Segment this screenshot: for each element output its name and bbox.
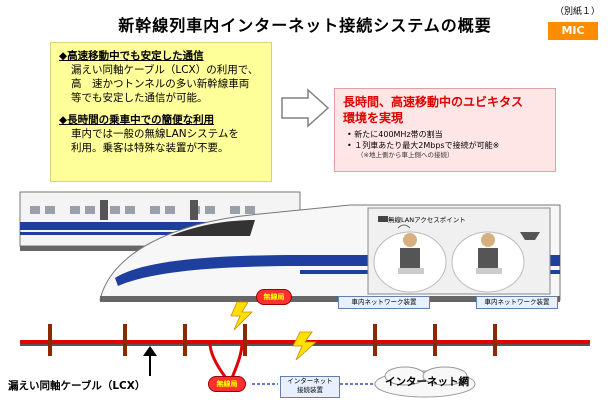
benefit-item-1: • 新たに400MHz帯の割当 <box>347 130 443 139</box>
internet-connection-device: インターネット 接続装置 <box>280 376 340 398</box>
train-radio-station: 無線局 <box>256 289 292 305</box>
mic-badge: MIC <box>548 22 598 40</box>
lcx-label: 漏えい同軸ケーブル（LCX） <box>8 380 146 392</box>
point2-line-1: 車内では一般の無線LANシステムを <box>71 128 239 140</box>
attachment-note: （別紙１） <box>554 7 600 17</box>
benefits-box: 長時間、高速移動中のユビキタス 環境を実現 • 新たに400MHz帯の割当 • … <box>334 88 556 172</box>
lcx-pointer-arrow-icon <box>143 346 157 376</box>
wireless-ap-label: 無線LANアクセスポイント <box>388 216 466 224</box>
point1-line-3: 等でも安定した通信が可能。 <box>71 92 208 104</box>
benefit-note: （※地上側から車上側への接続） <box>357 151 454 159</box>
point2-line-2: 利用。乗客は特殊な装置が不要。 <box>71 142 229 154</box>
benefit-item-2: • １列車あたり最大2Mbpsで接続が可能※ <box>347 141 500 150</box>
radio-wave-icon <box>230 301 318 361</box>
cabin-interior-icon <box>367 207 551 295</box>
features-box: ◆高速移動中でも安定した通信 漏えい同軸ケーブル（LCX）の利用で、 高 速かつ… <box>50 42 272 182</box>
internet-cloud-icon <box>374 366 476 398</box>
onboard-network-device-1: 車内ネットワーク装置 <box>338 296 430 309</box>
point1-title: ◆高速移動中でも安定した通信 <box>59 50 204 62</box>
ground-radio-station: 無線局 <box>208 376 246 392</box>
benefits-headline-1: 長時間、高速移動中のユビキタス <box>343 95 524 109</box>
right-arrow-icon <box>280 88 330 128</box>
point1-line-1: 漏えい同軸ケーブル（LCX）の利用で、 <box>71 64 259 76</box>
page-title: 新幹線列車内インターネット接続システムの概要 <box>118 16 492 35</box>
benefits-headline-2: 環境を実現 <box>343 111 404 125</box>
point2-title: ◆長時間の乗車中での簡便な利用 <box>59 114 215 126</box>
point1-line-2: 高 速かつトンネルの多い新幹線車両 <box>71 78 250 90</box>
onboard-network-device-2: 車内ネットワーク装置 <box>476 296 558 309</box>
internet-network-label: インターネット網 <box>385 376 469 388</box>
